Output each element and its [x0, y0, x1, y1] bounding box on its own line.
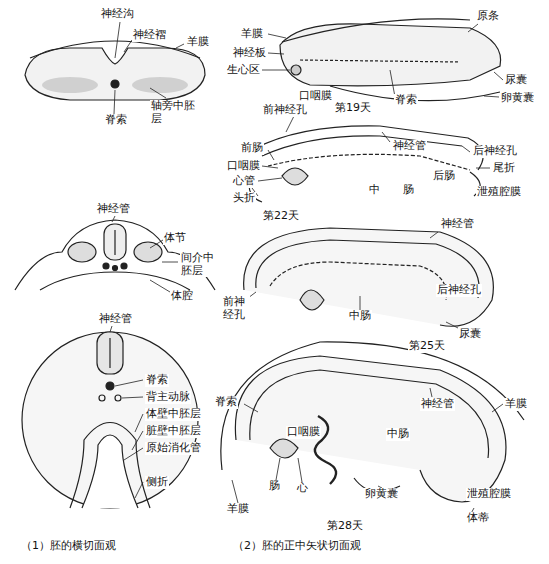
part-label: 前肠	[240, 142, 264, 155]
part-label: 神经管	[392, 140, 427, 153]
stage-label: 第28天	[326, 520, 364, 533]
part-label: 头折	[232, 192, 256, 205]
part-label: 前神经孔	[222, 296, 250, 321]
part-label: 间介中胚层	[180, 252, 220, 277]
stage-label: 第19天	[334, 102, 372, 115]
part-label: 生心区	[226, 64, 261, 77]
part-label: 后肠	[432, 170, 456, 183]
caption-text: （1）胚的横切面观	[20, 540, 117, 553]
part-label: 肠	[268, 480, 281, 493]
part-label: 体壁中胚层	[145, 408, 202, 421]
caption-text: （2）胚的正中矢状切面观	[232, 540, 362, 553]
part-label: 尿囊	[458, 328, 482, 341]
part-label: 羊膜	[240, 28, 264, 41]
part-label: 原条	[476, 10, 500, 23]
part-label: 神经管	[420, 398, 455, 411]
part-label: 体腔	[170, 290, 194, 303]
part-label: 尾折	[492, 162, 516, 175]
part-label: 脊索	[394, 94, 418, 107]
part-label: 脊索	[104, 114, 128, 127]
part-label: 卵黄囊	[500, 92, 535, 105]
part-label: 心	[296, 482, 309, 495]
part-label: 体蒂	[466, 512, 490, 525]
part-label: 羊膜	[504, 398, 528, 411]
part-label: 侧折	[145, 476, 169, 489]
part-label: 口咽膜	[226, 160, 261, 173]
part-label: 体节	[163, 232, 187, 245]
part-label: 肠	[402, 184, 415, 197]
part-label: 神经褶	[132, 29, 167, 42]
stage-label: 第25天	[408, 340, 446, 353]
part-label: 后神经孔	[472, 145, 518, 158]
part-label: 轴旁中胚层	[150, 100, 202, 125]
part-label: 前神经孔	[262, 104, 308, 117]
part-label: 背主动脉	[145, 391, 191, 404]
part-label: 泄殖腔膜	[466, 488, 512, 501]
part-label: 心管	[232, 175, 256, 188]
stage-label: 第22天	[262, 210, 300, 223]
part-label: 神经管	[440, 218, 475, 231]
part-label: 尿囊	[504, 74, 528, 87]
part-label: 神经板	[232, 47, 267, 60]
part-label: 羊膜	[226, 503, 250, 516]
part-label: 脏壁中胚层	[145, 425, 202, 438]
part-label: 神经管	[98, 313, 133, 326]
part-label: 脊索	[214, 396, 238, 409]
part-label: 羊膜	[186, 36, 210, 49]
part-label: 中肠	[348, 310, 372, 323]
part-label: 神经沟	[100, 8, 135, 21]
part-label: 后神经孔	[436, 284, 482, 297]
part-label: 神经管	[96, 203, 131, 216]
part-label: 卵黄囊	[364, 488, 399, 501]
part-label: 泄殖腔膜	[476, 186, 522, 199]
part-label: 口咽膜	[298, 90, 333, 103]
part-label: 中	[368, 184, 381, 197]
part-label: 原始消化管	[145, 442, 202, 455]
part-label: 中肠	[386, 428, 410, 441]
part-label: 口咽膜	[286, 426, 321, 439]
part-label: 脊索	[145, 374, 169, 387]
